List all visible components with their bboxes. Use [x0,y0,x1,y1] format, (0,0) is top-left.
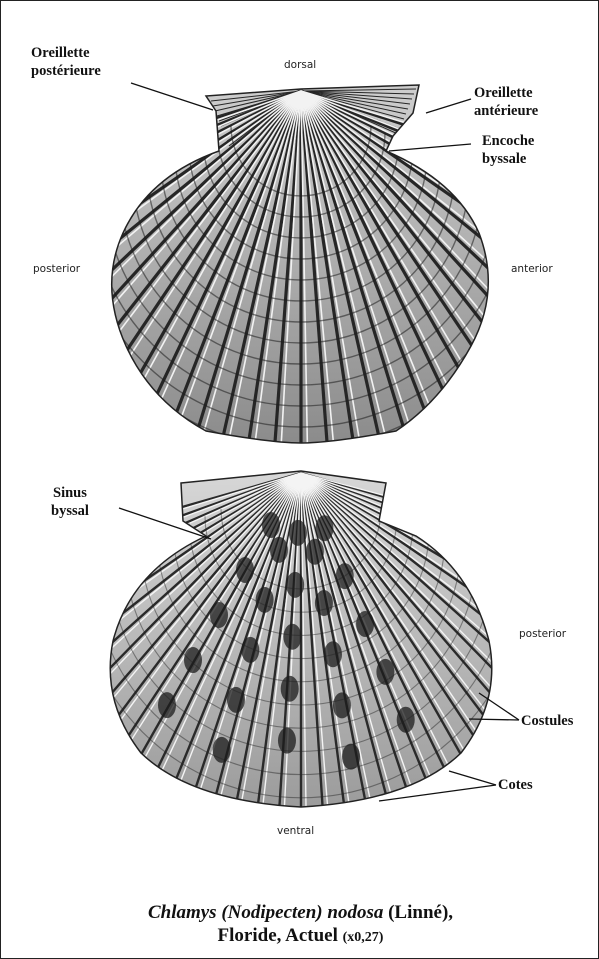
label-ventral: ventral [277,825,314,837]
label-cotes: Cotes [498,777,533,794]
caption-scale: (x0,27) [343,930,384,945]
label-oreillette-anterieure-line2: antérieure [474,103,538,120]
label-sinus-line1: Sinus [53,485,87,502]
caption-author: (Linné), [388,902,453,923]
label-oreillette-posterieure-line2: postérieure [31,63,101,80]
label-posterior-upper: posterior [33,263,80,275]
label-oreillette-posterieure-line1: Oreillette [31,45,90,62]
caption-locality: Floride, Actuel [218,925,338,946]
label-oreillette-anterieure-line1: Oreillette [474,85,533,102]
label-encoche-line2: byssale [482,151,526,168]
label-sinus-line2: byssal [51,503,89,520]
caption-species: Chlamys (Nodipecten) nodosa [148,902,383,923]
label-dorsal: dorsal [284,59,316,71]
label-costules: Costules [521,713,573,730]
label-anterior-upper: anterior [511,263,553,275]
label-posterior-lower: posterior [519,628,566,640]
label-encoche-line1: Encoche [482,133,534,150]
figure-caption: Chlamys (Nodipecten) nodosa (Linné), Flo… [1,901,599,949]
